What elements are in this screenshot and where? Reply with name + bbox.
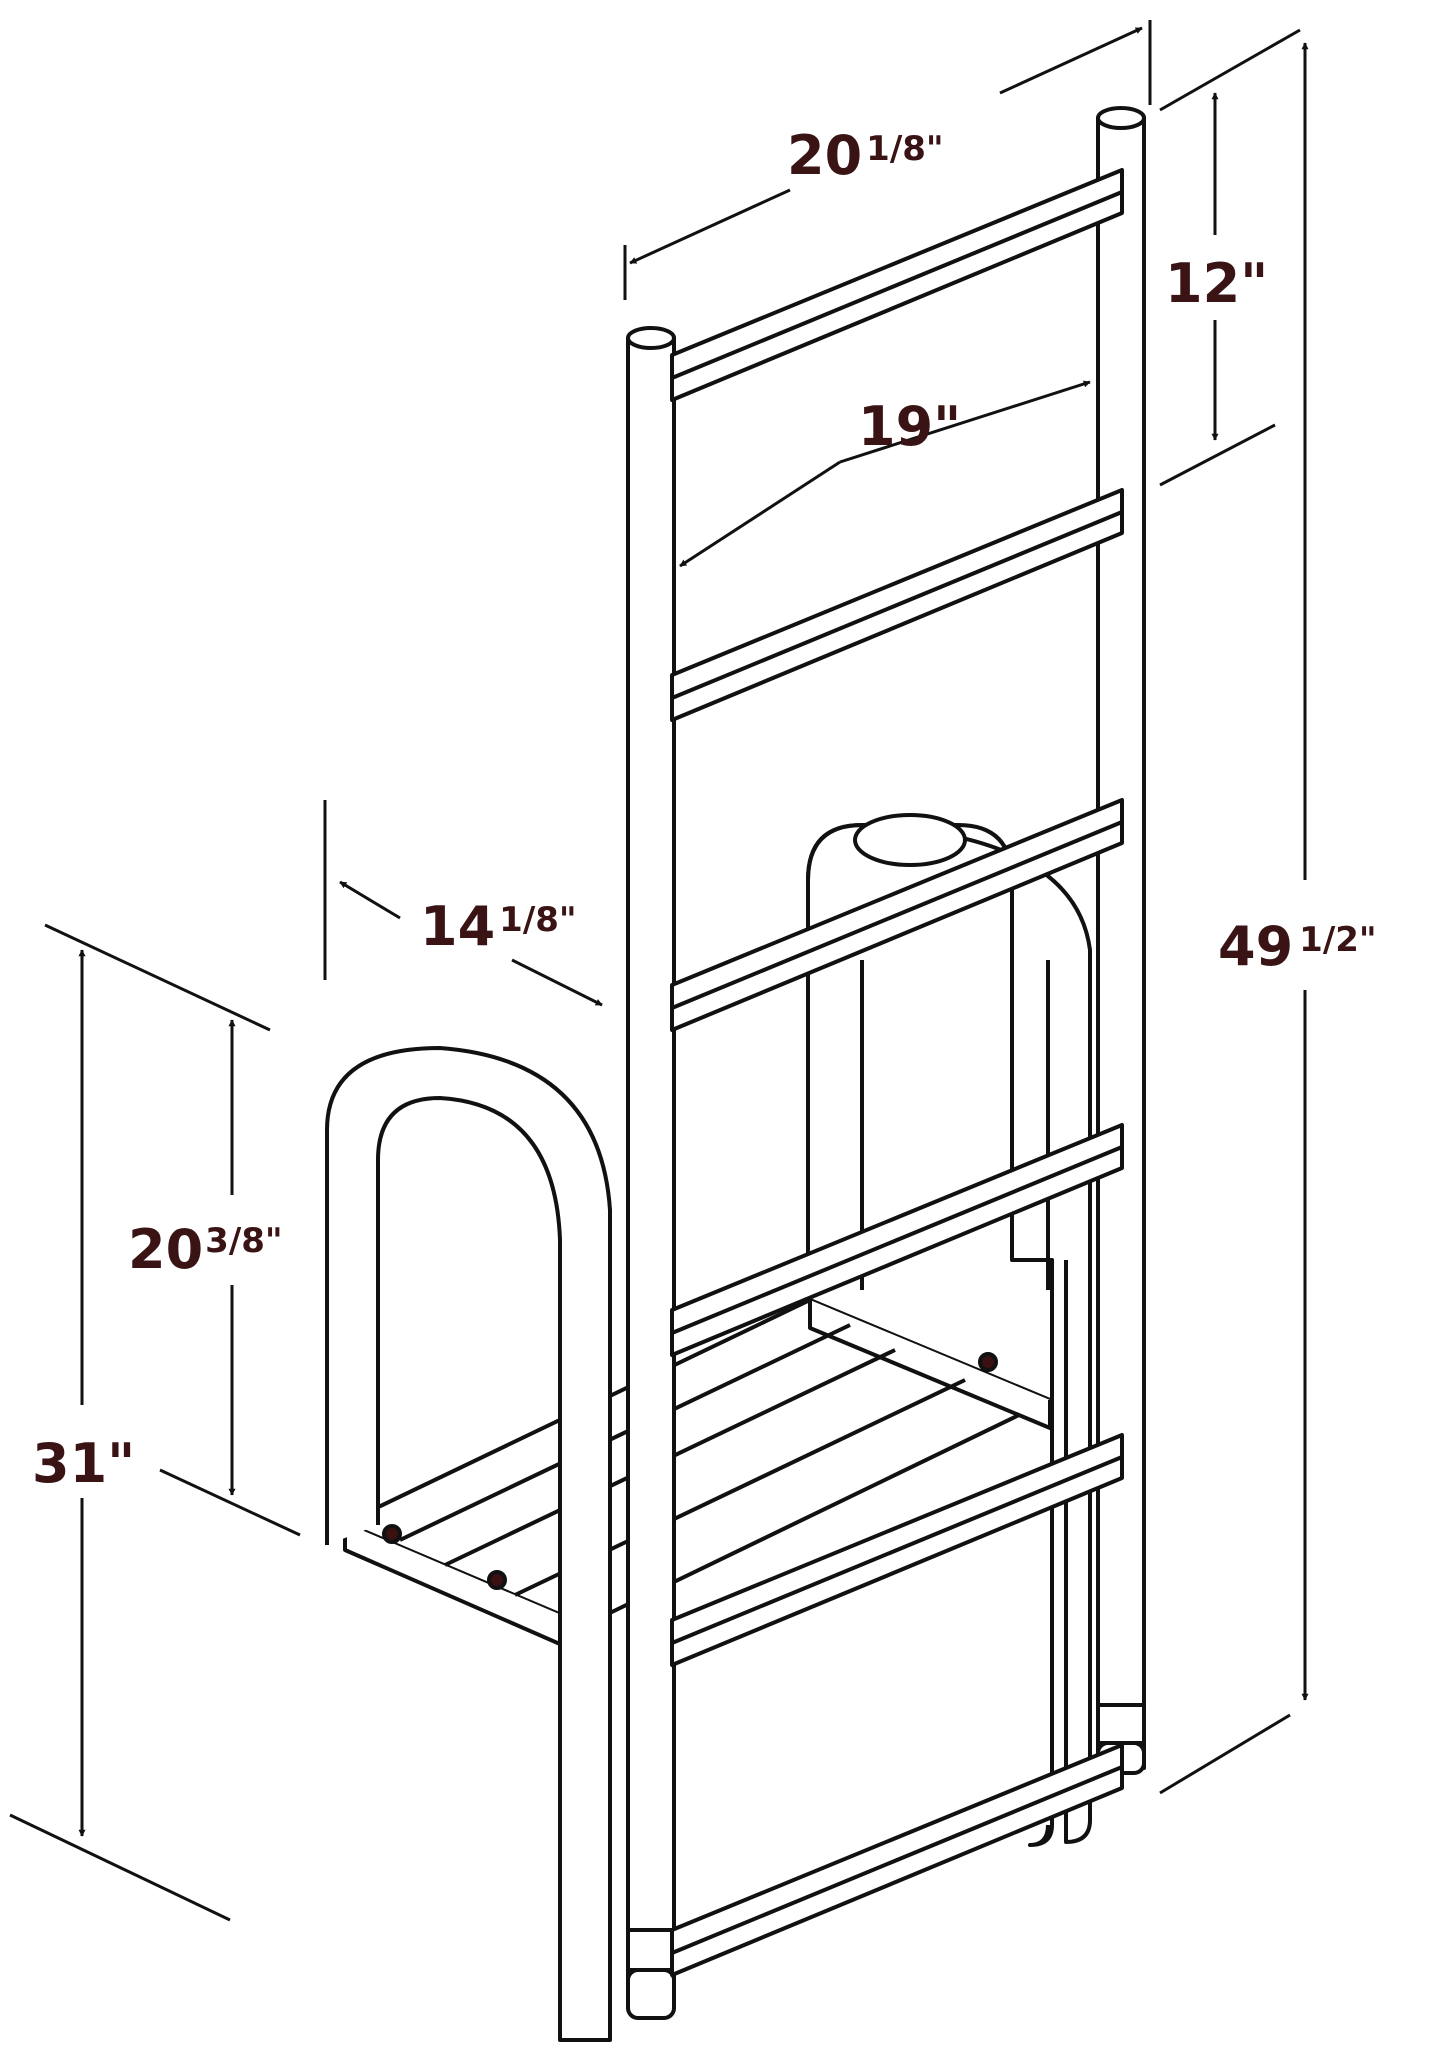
handrail-height-label: 203/8" — [128, 1218, 283, 1281]
bolt-icon — [382, 1524, 402, 1544]
rung — [670, 1123, 1124, 1357]
rung — [670, 168, 1124, 402]
rung-width-arrow-right — [839, 380, 1091, 464]
step-depth-arrow-right — [511, 958, 603, 1007]
back-rail — [1096, 106, 1146, 1775]
front-handrail — [325, 1046, 612, 2042]
overall-width-arrow-right — [999, 26, 1143, 95]
rung — [670, 798, 1124, 1032]
ladder-frame — [325, 106, 1146, 2042]
step-depth-arrow-left — [339, 880, 401, 920]
rung — [670, 1743, 1124, 1977]
bolt-icon — [978, 1352, 998, 1372]
side-height-label: 31" — [32, 1432, 135, 1495]
overall-width-arrow-left — [629, 188, 791, 265]
bolt-icon — [487, 1570, 507, 1590]
rung-spacing-label: 12" — [1165, 252, 1268, 315]
rung-width-arrow-left — [679, 460, 841, 568]
dimension-lines — [9, 20, 1309, 1922]
rung — [670, 488, 1124, 722]
rung — [670, 1433, 1124, 1667]
rungs — [670, 168, 1124, 1977]
rung-width-label: 19" — [858, 395, 961, 458]
front-rail — [626, 326, 676, 2020]
step-platform — [343, 1298, 1052, 1657]
